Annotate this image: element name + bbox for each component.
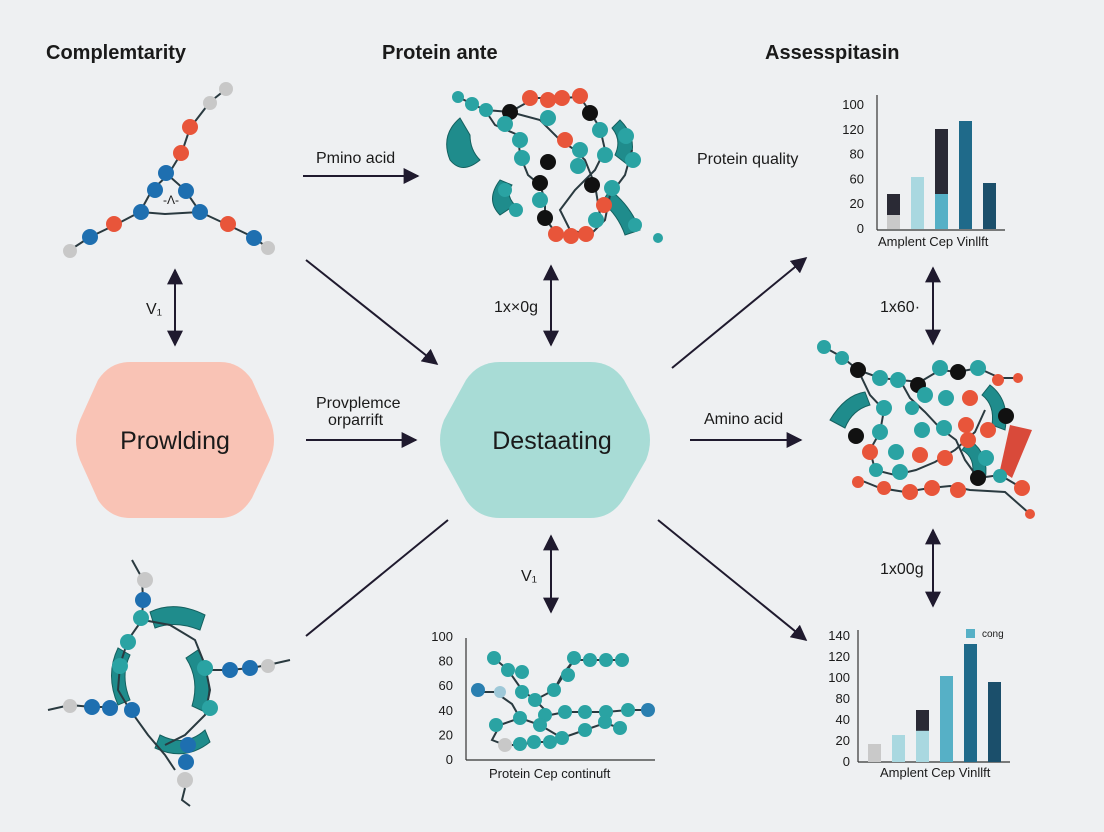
molecule-icon-right-middle xyxy=(817,340,1035,519)
tick-label: 140 xyxy=(828,628,850,643)
bar xyxy=(940,676,953,762)
bar xyxy=(892,735,905,762)
chart3-legend-swatch xyxy=(966,629,975,638)
tick-label: 80 xyxy=(439,654,453,669)
bar-cap xyxy=(916,710,929,731)
tick-label: 100 xyxy=(431,629,453,644)
label-protein-quality: Protein quality xyxy=(697,151,798,168)
bar xyxy=(983,183,996,229)
arrows xyxy=(167,168,941,642)
heading-assessment: Assesspitasin xyxy=(765,42,900,64)
chart-bottom-right: 140 120 100 80 40 20 0 cong Amplent Cep Vinllf… xyxy=(828,628,1010,780)
tick-label: 0 xyxy=(843,754,850,769)
tick-label: 20 xyxy=(850,196,864,211)
label-mid-arrow-line1: Provplemce xyxy=(316,395,401,412)
chart2-ticks: 100 80 60 40 20 0 xyxy=(431,629,453,767)
label-right-vertical-top: 1x60· xyxy=(880,299,920,316)
chart3-legend-label: cong xyxy=(982,629,1004,640)
chart1-bars xyxy=(887,121,996,229)
bar xyxy=(959,121,972,229)
chart-top-right: 100 120 80 60 20 0 Amplent Cep Vinllft xyxy=(842,95,1005,249)
molecule-icon-top-left: -Λ- xyxy=(63,82,275,258)
label-left-vertical: V₁ xyxy=(146,301,162,318)
molecule-icon-top-center xyxy=(446,88,663,244)
node-prowlding-label: Prowlding xyxy=(120,427,230,455)
tick-label: 20 xyxy=(439,727,453,742)
tick-label: 40 xyxy=(836,712,850,727)
arrow-icon xyxy=(305,259,439,365)
chart1-ticks: 100 120 80 60 20 0 xyxy=(842,97,864,236)
node-destaating: Destaating xyxy=(440,362,650,518)
tick-label: 60 xyxy=(850,171,864,186)
molecule-icon-bottom-left xyxy=(47,559,291,807)
tick-label: 80 xyxy=(850,147,864,162)
bar-cap xyxy=(887,194,900,215)
chart1-xlabel: Amplent Cep Vinllft xyxy=(878,234,989,249)
label-center-vertical-top: 1x×0g xyxy=(494,299,538,316)
node-prowlding: Prowlding xyxy=(76,362,274,518)
arrow-icon xyxy=(657,519,808,642)
node-destaating-label: Destaating xyxy=(492,427,612,455)
chart3-ticks: 140 120 100 80 40 20 0 xyxy=(828,628,850,769)
label-right-arrow: Amino acid xyxy=(704,411,783,428)
label-top-arrow: Pmino acid xyxy=(316,150,395,167)
tick-label: 120 xyxy=(842,122,864,137)
bar xyxy=(988,682,1001,762)
bar xyxy=(911,177,924,229)
tick-label: 0 xyxy=(857,221,864,236)
tick-label: 100 xyxy=(828,670,850,685)
label-right-vertical-bottom: 1x00g xyxy=(880,561,924,578)
chart3-xlabel: Amplent Cep Vinllft xyxy=(880,765,991,780)
arrow-icon xyxy=(671,256,808,369)
bar xyxy=(868,744,881,762)
arrow-icon xyxy=(305,519,449,637)
bar-cap xyxy=(935,129,948,194)
tick-label: 100 xyxy=(842,97,864,112)
chart3-bars xyxy=(868,644,1001,762)
tick-label: 0 xyxy=(446,752,453,767)
chart2-xlabel: Protein Cep continuft xyxy=(489,766,611,781)
tick-label: 40 xyxy=(439,703,453,718)
heading-protein: Protein ante xyxy=(382,42,498,64)
tick-label: 120 xyxy=(828,649,850,664)
tick-label: 20 xyxy=(836,733,850,748)
molecule-center-label: -Λ- xyxy=(163,193,179,207)
tick-label: 60 xyxy=(439,678,453,693)
tick-label: 80 xyxy=(836,691,850,706)
heading-complementarity: Complemtarity xyxy=(46,42,187,64)
label-center-vertical-bottom: V₁ xyxy=(521,568,537,585)
label-mid-arrow-line2: orparrift xyxy=(328,412,384,429)
bar xyxy=(964,644,977,762)
